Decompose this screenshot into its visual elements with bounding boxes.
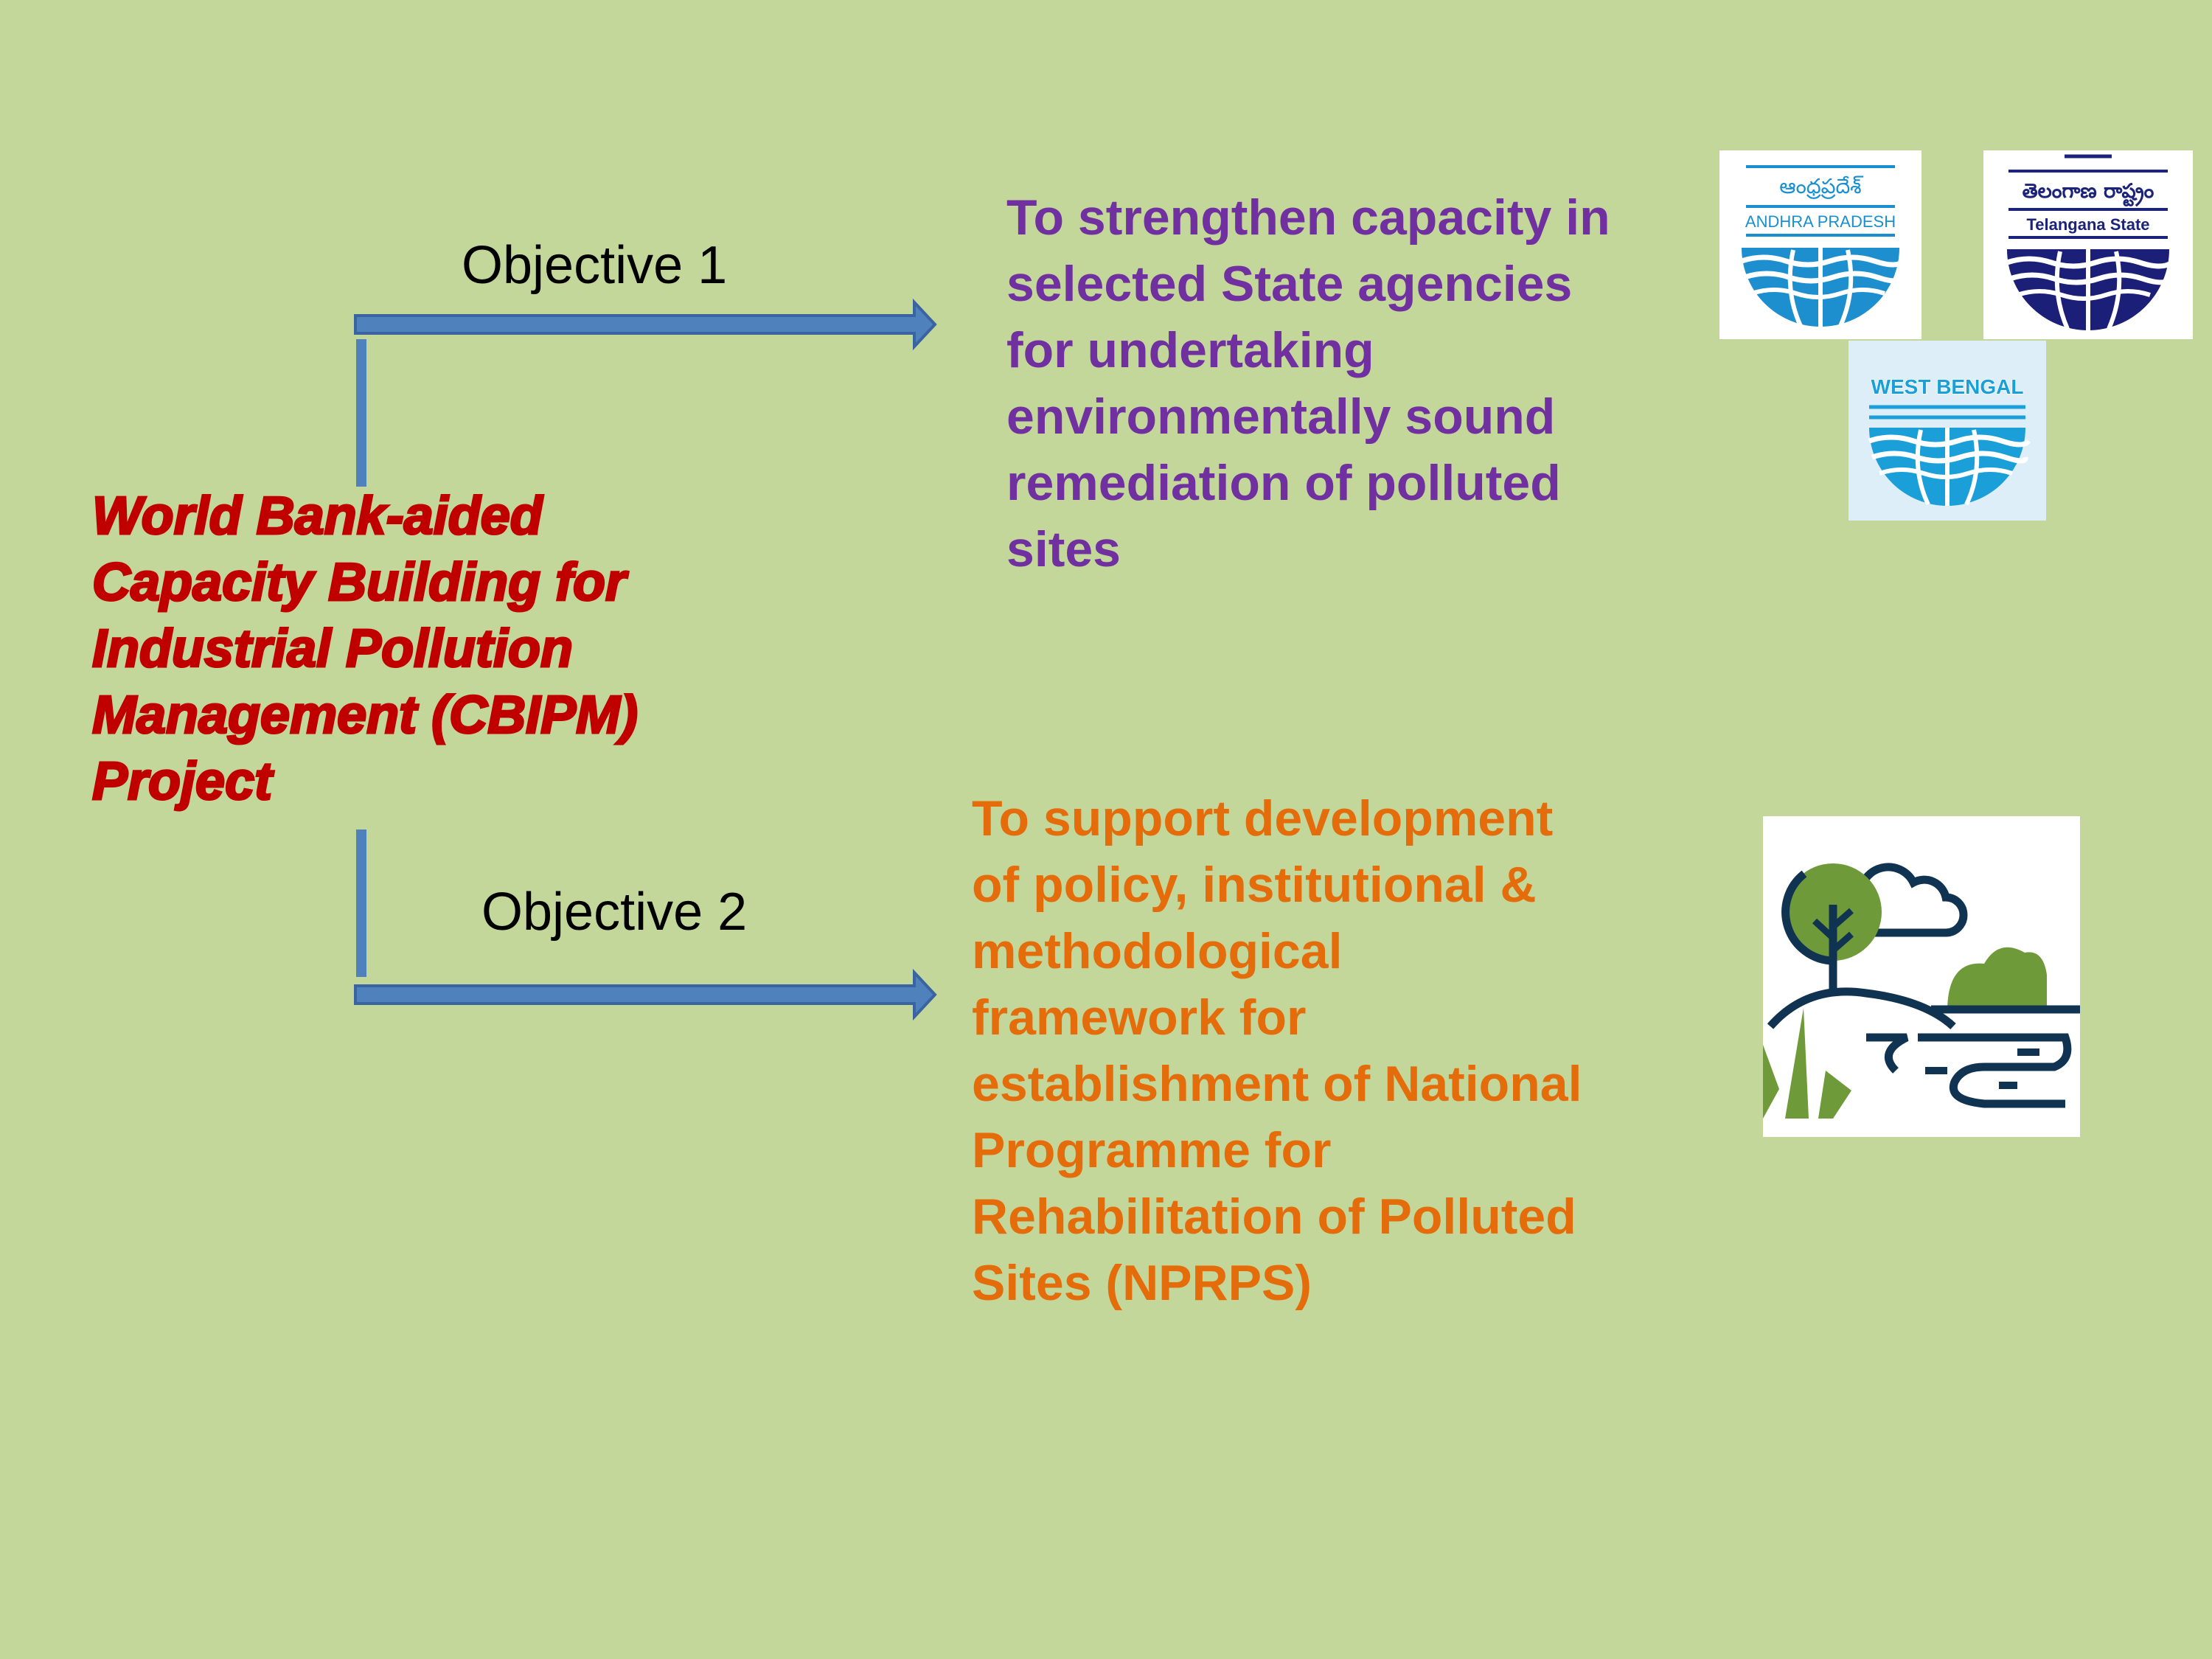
project-title-line: World Bank-aided (91, 486, 544, 547)
svg-text:ANDHRA PRADESH: ANDHRA PRADESH (1745, 212, 1896, 231)
environment-illustration (1763, 816, 2080, 1137)
svg-text:WEST BENGAL: WEST BENGAL (1871, 375, 2024, 398)
objective-1-label: Objective 1 (462, 236, 728, 295)
pollution-board-globe-icon: ఆంధ్రప్రదేశ్ ANDHRA PRADESH (1740, 165, 1906, 327)
objective-1-line: selected State agencies (1006, 256, 1573, 312)
objective-2-line: establishment of National (972, 1056, 1582, 1112)
pollution-board-globe-icon: తెలంగాణ రాష్ట్రం Telangana State (2006, 154, 2174, 330)
objective-2-line: Programme for (972, 1122, 1332, 1178)
objective-2-line: methodological (972, 923, 1343, 979)
objective-2-line: To support development (972, 790, 1554, 846)
project-title: World Bank-aided Capacity Building for I… (91, 483, 800, 815)
objective-1-line: environmentally sound (1006, 389, 1556, 445)
objective-1-line: To strengthen capacity in (1006, 189, 1610, 246)
objective-1-text: To strengthen capacity in selected State… (1006, 184, 1714, 582)
pollution-board-globe-icon: WEST BENGAL (1868, 375, 2031, 506)
west-bengal-logo: WEST BENGAL (1848, 341, 2046, 521)
objective-1-line: sites (1006, 521, 1121, 577)
arrow-objective-2 (354, 968, 937, 1021)
objective-2-line: Rehabilitation of Polluted (972, 1189, 1576, 1245)
objective-1-line: for undertaking (1006, 322, 1374, 378)
objective-2-line: Sites (NPRPS) (972, 1255, 1312, 1311)
telangana-state-logo: తెలంగాణ రాష్ట్రం Telangana State (1983, 150, 2193, 339)
project-title-line: Project (91, 751, 274, 813)
svg-text:తెలంగాణ రాష్ట్రం: తెలంగాణ రాష్ట్రం (2023, 180, 2154, 207)
svg-text:ఆంధ్రప్రదేశ్: ఆంధ్రప్రదేశ్ (1779, 174, 1863, 199)
objective-2-text: To support development of policy, instit… (972, 785, 1680, 1316)
objective-2-line: framework for (972, 990, 1307, 1046)
arrow-objective-1 (354, 298, 937, 351)
landscape-tree-cloud-water-icon (1763, 863, 2080, 1119)
svg-text:Telangana State: Telangana State (2026, 215, 2149, 234)
project-title-line: Capacity Building for (91, 552, 627, 613)
objective-2-label: Objective 2 (481, 883, 748, 942)
project-title-line: Management (CBIPM) (91, 685, 639, 746)
project-title-line: Industrial Pollution (91, 619, 574, 680)
objective-2-line: of policy, institutional & (972, 857, 1537, 913)
objective-1-line: remediation of polluted (1006, 455, 1561, 511)
andhra-pradesh-logo: ఆంధ్రప్రదేశ్ ANDHRA PRADESH (1719, 150, 1921, 339)
